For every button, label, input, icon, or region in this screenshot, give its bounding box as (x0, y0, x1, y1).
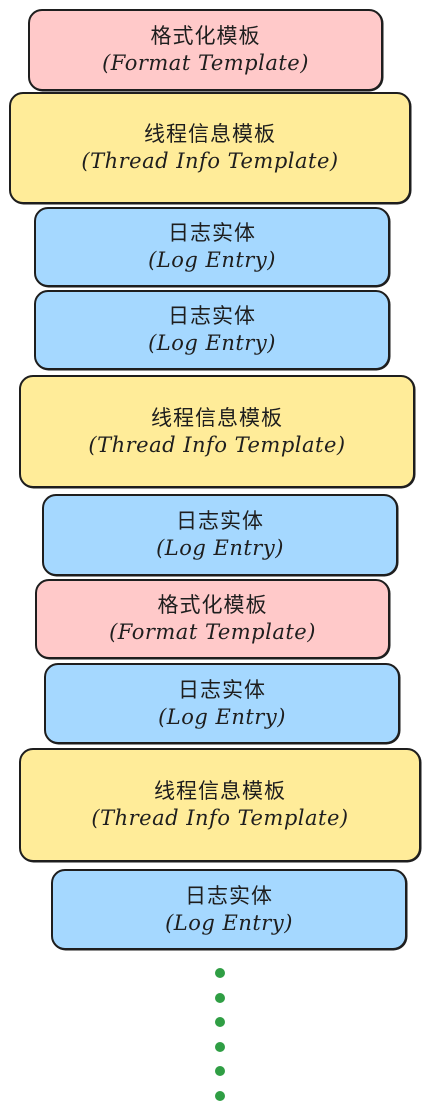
block-label-zh: 格式化模板 (157, 593, 268, 617)
block-label-en: (Log Entry) (158, 704, 286, 729)
block-label-en: (Thread Info Template) (91, 806, 349, 830)
block-label-zh: 格式化模板 (150, 24, 261, 48)
thread-info-template-block: 线程信息模板 (Thread Info Template) (19, 748, 421, 862)
continuation-dot (215, 992, 225, 1003)
format-template-block: 格式化模板 (Format Template) (35, 579, 390, 659)
block-label-zh: 日志实体 (168, 304, 256, 328)
block-label-zh: 线程信息模板 (151, 405, 283, 430)
block-label-en: (Format Template) (102, 51, 309, 75)
block-label-zh: 线程信息模板 (144, 122, 276, 146)
block-label-en: (Thread Info Template) (81, 149, 339, 173)
log-entry-block: 日志实体 (Log Entry) (44, 663, 400, 744)
block-label-en: (Format Template) (109, 620, 316, 644)
block-label-en: (Log Entry) (165, 910, 293, 935)
block-label-zh: 日志实体 (168, 221, 256, 245)
block-label-en: (Thread Info Template) (88, 432, 346, 457)
format-template-block: 格式化模板 (Format Template) (28, 9, 383, 91)
continuation-dot (215, 968, 225, 978)
continuation-dots (215, 968, 227, 1101)
continuation-dot (215, 1066, 225, 1076)
block-label-en: (Log Entry) (148, 331, 276, 355)
log-entry-block: 日志实体 (Log Entry) (34, 207, 390, 287)
continuation-dot (215, 1017, 225, 1027)
block-label-zh: 日志实体 (185, 883, 273, 908)
log-entry-block: 日志实体 (Log Entry) (34, 290, 390, 370)
block-label-zh: 线程信息模板 (154, 779, 286, 803)
thread-info-template-block: 线程信息模板 (Thread Info Template) (9, 92, 411, 204)
block-label-zh: 日志实体 (178, 677, 266, 702)
log-entry-block: 日志实体 (Log Entry) (42, 494, 398, 576)
block-label-en: (Log Entry) (148, 248, 276, 272)
block-label-en: (Log Entry) (156, 536, 284, 560)
block-label-zh: 日志实体 (176, 509, 264, 533)
thread-info-template-block: 线程信息模板 (Thread Info Template) (19, 375, 415, 488)
log-entry-block: 日志实体 (Log Entry) (51, 869, 407, 950)
continuation-dot (215, 1041, 225, 1052)
continuation-dot (215, 1090, 225, 1101)
